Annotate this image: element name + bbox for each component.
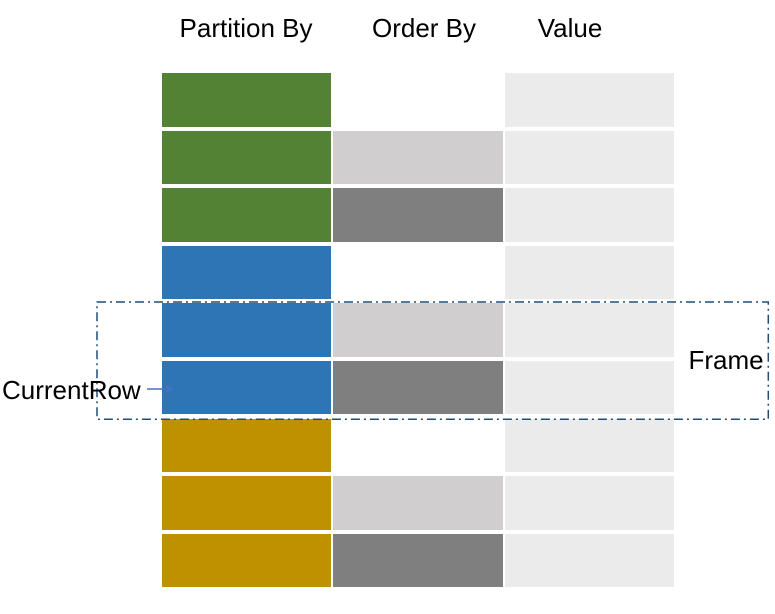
- grid-cell-r7-value: [505, 418, 674, 473]
- frame-outline: [96, 301, 770, 421]
- current-row-label: CurrentRow: [2, 375, 141, 405]
- rows-grid: [162, 73, 674, 588]
- grid-cell-r3-value: [505, 188, 674, 242]
- column-header-partition-by: Partition By: [179, 13, 313, 43]
- grid-cell-r9-value: [505, 533, 674, 588]
- grid-cell-r1-partition: [162, 73, 331, 127]
- column-header-value: Value: [537, 13, 603, 43]
- current-row-arrow-head: [166, 385, 174, 393]
- grid-cell-r2-partition: [162, 130, 331, 185]
- grid-cell-r1-order: [333, 73, 503, 127]
- frame-label: Frame: [688, 345, 764, 375]
- grid-cell-r6-order: [333, 360, 503, 415]
- grid-cell-r9-order: [333, 533, 503, 588]
- grid-cell-r5-partition: [162, 303, 331, 357]
- grid-cell-r6-partition: [162, 360, 331, 415]
- grid-cell-r9-partition: [162, 533, 331, 588]
- current-row-arrow: [147, 385, 174, 393]
- grid-cell-r8-order: [333, 476, 503, 530]
- grid-cell-r8-partition: [162, 476, 331, 530]
- grid-cell-r6-value: [505, 360, 674, 415]
- grid-cell-r4-partition: [162, 245, 331, 300]
- grid-cell-r8-value: [505, 476, 674, 530]
- grid-cell-r3-order: [333, 188, 503, 242]
- grid-cell-r5-order: [333, 303, 503, 357]
- grid-cell-r7-partition: [162, 418, 331, 473]
- grid-cell-r7-order: [333, 419, 503, 473]
- grid-cell-r1-value: [505, 73, 674, 127]
- frame-outline-rect: [96, 301, 770, 421]
- grid-cell-r4-order: [333, 246, 503, 300]
- column-header-order-by: Order By: [371, 13, 477, 43]
- grid-cell-r2-value: [505, 130, 674, 185]
- grid-cell-r5-value: [505, 303, 674, 357]
- grid-cell-r4-value: [505, 245, 674, 300]
- grid-cell-r3-partition: [162, 188, 331, 242]
- grid-cell-r2-order: [333, 130, 503, 185]
